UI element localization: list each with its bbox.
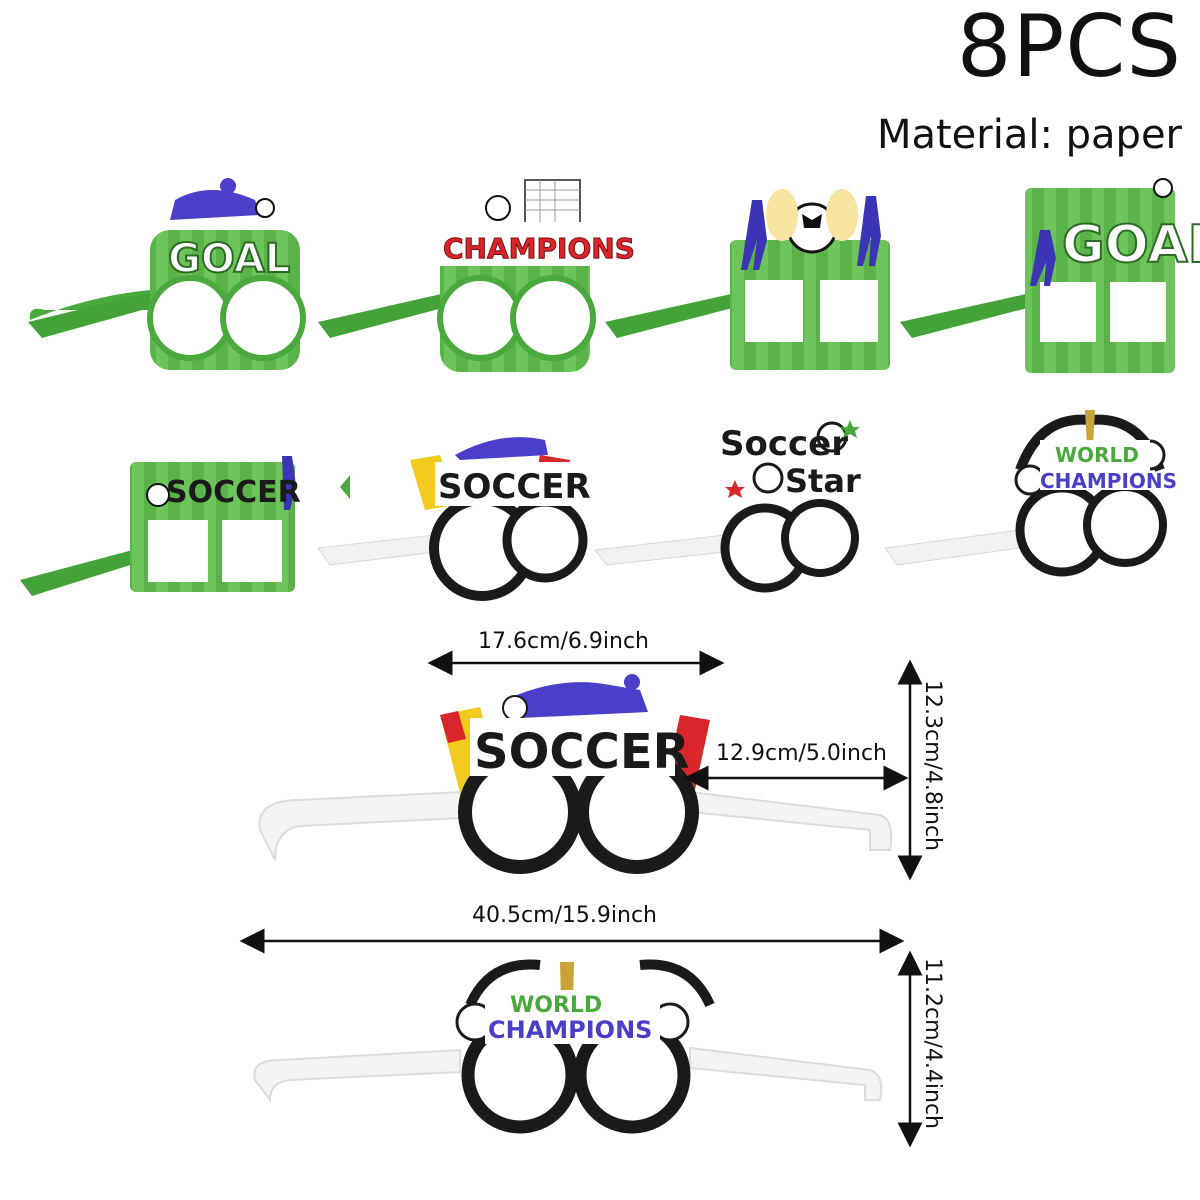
glasses-soccer-ball: SOCCER [317,437,591,601]
glasses-soccer-star: Soccer Star [594,420,861,593]
frame-width-label: 17.6cm/6.9inch [478,629,649,654]
glasses-world-champions-large: WORLD CHAMPIONS [253,959,883,1134]
world-large-label-line1: WORLD [510,993,602,1018]
world-height-label: 11.2cm/4.4inch [920,958,945,1129]
glasses-8-label-line1: WORLD [1055,443,1139,467]
glasses-goal-green-square: GOAL [900,178,1200,373]
glasses-goal-green: GOAL [28,178,306,370]
lens-height-label: 12.9cm/5.0inch [716,741,887,766]
glasses-6-label: SOCCER [438,467,591,507]
soccer-height-label: 12.3cm/4.8inch [920,680,945,851]
glasses-4-label: GOAL [1062,215,1200,275]
material-label: Material: paper [876,112,1182,158]
glasses-players-green [605,189,890,370]
piece-count: 8PCS [956,0,1182,97]
soccer-large-label: SOCCER [474,724,690,780]
glasses-world-champions: WORLD CHAMPIONS [884,410,1177,577]
glasses-soccer-green: SOCCER [20,456,301,596]
glasses-7-label-line2: Star [785,462,861,500]
glasses-soccer-large: SOCCER [258,674,893,874]
total-length-label: 40.5cm/15.9inch [472,903,657,928]
glasses-2-label: CHAMPIONS [443,232,635,265]
glasses-5-label: SOCCER [166,475,301,510]
world-large-label-line2: CHAMPIONS [488,1016,652,1044]
glasses-1-label: GOAL [168,236,290,282]
glasses-champions-green: CHAMPIONS [318,179,635,372]
glasses-8-label-line2: CHAMPIONS [1040,469,1177,493]
glasses-7-label-line1: Soccer [720,424,848,464]
